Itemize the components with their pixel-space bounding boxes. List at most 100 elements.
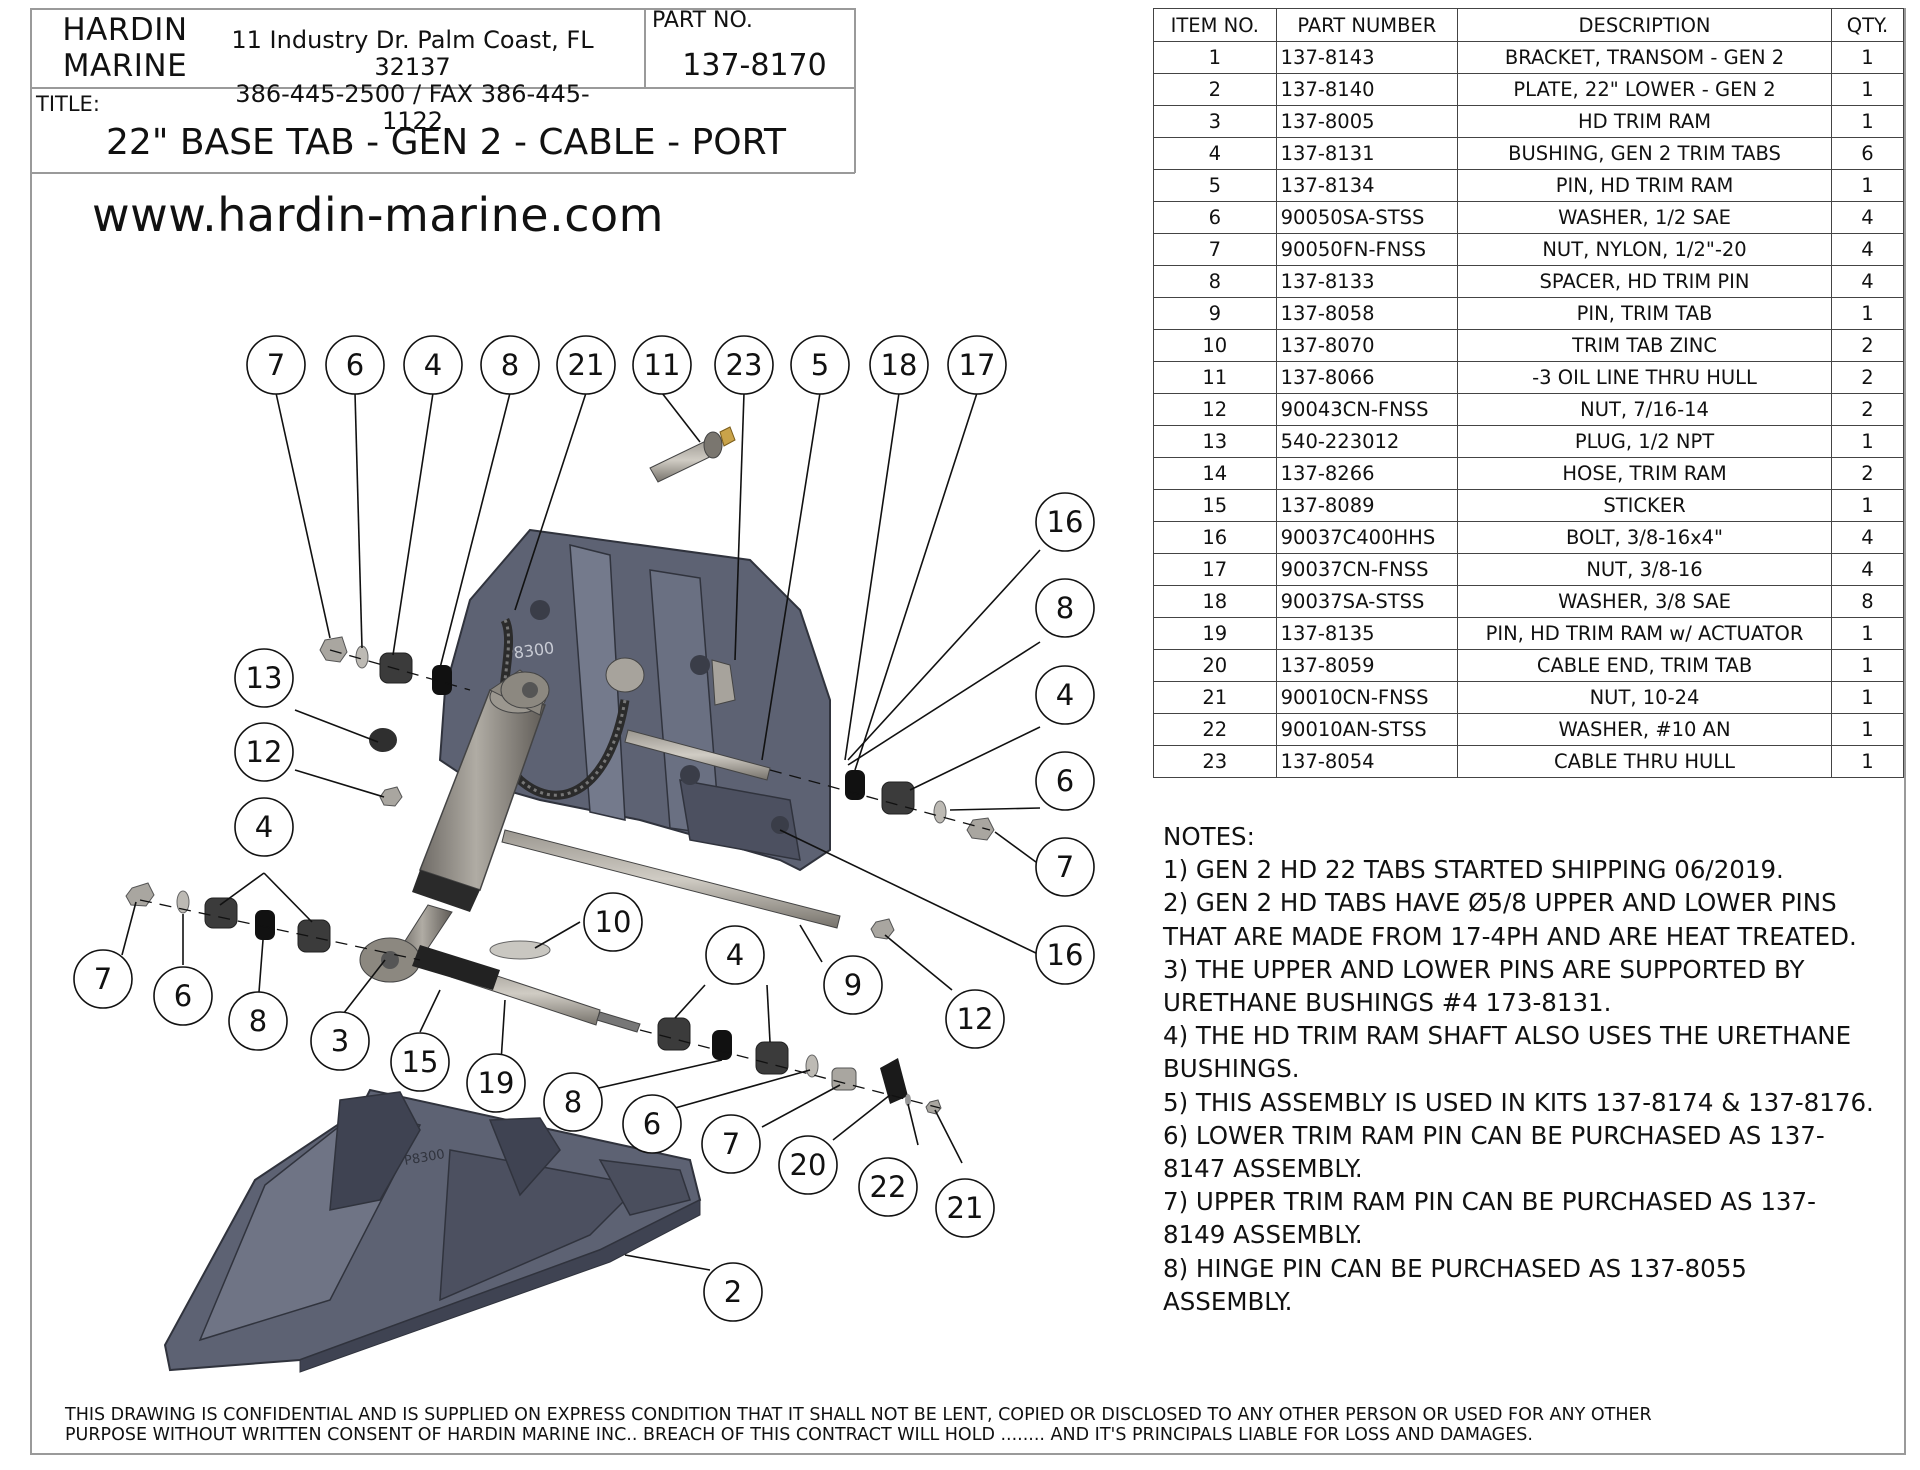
bom-part-number: 137-8135 [1275, 617, 1459, 650]
svg-text:8: 8 [1056, 591, 1074, 625]
phone-fax-line: 386-445-2500 / FAX 386-445-1122 [235, 80, 590, 135]
balloon-11: 11 [632, 335, 692, 395]
bom-description: WASHER, #10 AN [1457, 713, 1833, 746]
svg-text:4: 4 [424, 348, 442, 382]
svg-text:7: 7 [722, 1127, 740, 1161]
svg-text:6: 6 [643, 1107, 661, 1141]
svg-text:6: 6 [174, 979, 192, 1013]
bom-item-no: 6 [1153, 201, 1277, 234]
svg-text:7: 7 [267, 348, 285, 382]
balloon-7-right: 7 [1035, 837, 1095, 897]
bom-part-number: 137-8131 [1275, 137, 1459, 170]
bom-description: -3 OIL LINE THRU HULL [1457, 361, 1833, 394]
bom-item-no: 4 [1153, 137, 1277, 170]
bom-item-no: 22 [1153, 713, 1277, 746]
balloon-19: 19 [466, 1053, 526, 1113]
bom-part-number: 137-8266 [1275, 457, 1459, 490]
bom-qty: 8 [1831, 585, 1904, 618]
leader-lines [121, 392, 1041, 1271]
bom-item-no: 16 [1153, 521, 1277, 554]
svg-text:4: 4 [255, 810, 273, 844]
note-line: 5) THIS ASSEMBLY IS USED IN KITS 137-817… [1163, 1087, 1874, 1117]
bom-header-row: ITEM NO. PART NUMBER DESCRIPTION QTY. [1153, 8, 1904, 42]
bom-item-no: 23 [1153, 745, 1277, 778]
company-address: 11 Industry Dr. Palm Coast, FL 32137 386… [205, 27, 620, 135]
bom-part-number: 90037CN-FNSS [1275, 553, 1459, 586]
bom-part-number: 90037SA-STSS [1275, 585, 1459, 618]
footer-line-1: THIS DRAWING IS CONFIDENTIAL AND IS SUPP… [65, 1405, 1652, 1425]
note-line: BUSHINGS. [1163, 1054, 1300, 1084]
cable-thru-hull [711, 659, 736, 706]
bom-description: NUT, 3/8-16 [1457, 553, 1833, 586]
bom-description: STICKER [1457, 489, 1833, 522]
plate-stamp: P8300 [403, 1147, 446, 1169]
company-name-line2: MARINE [62, 48, 188, 84]
svg-text:21: 21 [568, 348, 605, 382]
bom-item-no: 8 [1153, 265, 1277, 298]
bom-description: HOSE, TRIM RAM [1457, 457, 1833, 490]
bom-part-number: 90043CN-FNSS [1275, 393, 1459, 426]
svg-text:15: 15 [402, 1045, 439, 1079]
bom-item-no: 5 [1153, 169, 1277, 202]
bom-part-number: 137-8143 [1275, 41, 1459, 74]
bom-description: BOLT, 3/8-16x4" [1457, 521, 1833, 554]
note-line: 7) UPPER TRIM RAM PIN CAN BE PURCHASED A… [1163, 1187, 1816, 1217]
bom-qty: 1 [1831, 489, 1904, 522]
title-block-divider-2 [644, 8, 646, 88]
balloon-18: 18 [869, 335, 929, 395]
lower-ram-pin-actuator [412, 945, 641, 1033]
upper-left-hardware-stack [319, 636, 452, 807]
bom-qty: 6 [1831, 137, 1904, 170]
svg-text:22: 22 [870, 1170, 907, 1204]
bom-qty: 4 [1831, 521, 1904, 554]
bom-qty: 4 [1831, 201, 1904, 234]
bom-header-item-no: ITEM NO. [1153, 8, 1277, 42]
bom-description: WASHER, 1/2 SAE [1457, 201, 1833, 234]
balloon-23: 23 [714, 335, 774, 395]
part-no-label: PART NO. [652, 8, 753, 33]
balloon-21: 21 [556, 335, 616, 395]
balloon-7: 7 [246, 335, 306, 395]
svg-text:16: 16 [1047, 938, 1084, 972]
bom-header-qty: QTY. [1831, 8, 1904, 42]
bom-qty: 1 [1831, 297, 1904, 330]
note-line: 8149 ASSEMBLY. [1163, 1220, 1363, 1250]
balloon-3: 3 [310, 1011, 370, 1071]
svg-text:20: 20 [790, 1148, 827, 1182]
balloon-4-lower: 4 [705, 925, 765, 985]
balloon-2: 2 [703, 1262, 763, 1322]
cable-thru-hull-fitting [605, 657, 645, 693]
balloon-6-lower: 6 [622, 1094, 682, 1154]
svg-text:6: 6 [346, 348, 364, 382]
bom-item-no: 11 [1153, 361, 1277, 394]
balloon-16-upper: 16 [1035, 492, 1095, 552]
bom-qty: 2 [1831, 393, 1904, 426]
bom-qty: 1 [1831, 73, 1904, 106]
footer-line-2: PURPOSE WITHOUT WRITTEN CONSENT OF HARDI… [65, 1425, 1533, 1445]
bom-description: SPACER, HD TRIM PIN [1457, 265, 1833, 298]
right-lower-hardware-stack [657, 1017, 942, 1115]
company-name: HARDIN MARINE [55, 12, 195, 84]
notes-heading: NOTES: [1163, 822, 1255, 851]
bom-item-no: 20 [1153, 649, 1277, 682]
svg-text:8: 8 [564, 1085, 582, 1119]
bom-qty: 1 [1831, 745, 1904, 778]
balloon-8-right: 8 [1035, 578, 1095, 638]
bom-description: BRACKET, TRANSOM - GEN 2 [1457, 41, 1833, 74]
left-lower-hardware-stack [125, 882, 331, 953]
balloon-13: 13 [234, 648, 294, 708]
bom-item-no: 12 [1153, 393, 1277, 426]
note-line: ASSEMBLY. [1163, 1286, 1293, 1316]
balloon-20: 20 [778, 1135, 838, 1195]
svg-text:7: 7 [1056, 850, 1074, 884]
balloon-6: 6 [325, 335, 385, 395]
balloon-16-lower: 16 [1035, 925, 1095, 985]
